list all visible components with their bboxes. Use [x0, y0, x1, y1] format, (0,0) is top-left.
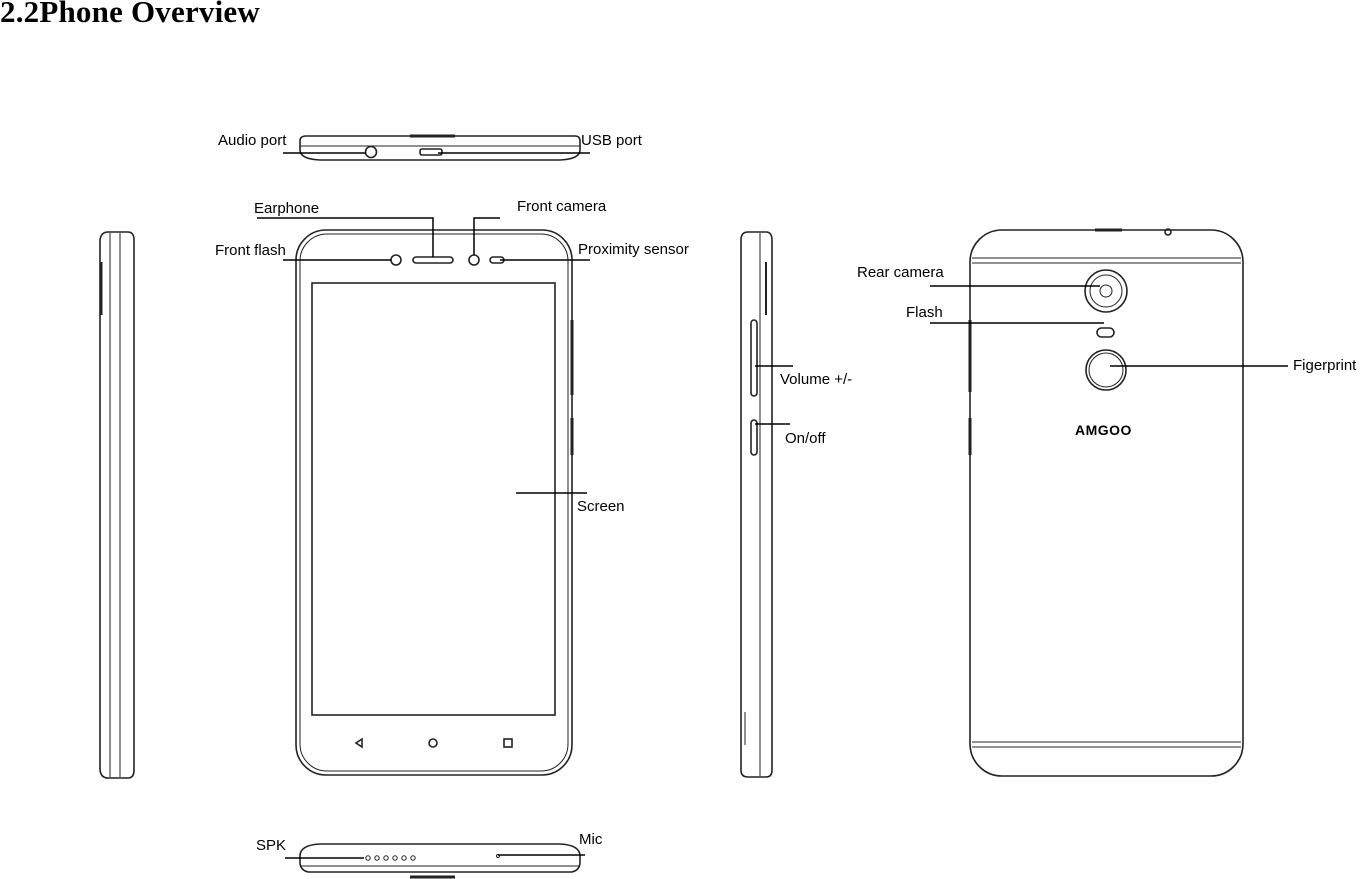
label-rear-camera: Rear camera [857, 264, 944, 281]
speaker-grille-icon [365, 855, 416, 861]
fingerprint-icon [1085, 349, 1127, 391]
front-flash-icon [390, 254, 402, 266]
screen-area [311, 282, 556, 716]
phone-front [295, 229, 574, 776]
phone-bottom-edge [299, 843, 581, 879]
label-usb-port: USB port [581, 132, 642, 149]
front-camera-icon [468, 254, 480, 266]
phone-back [968, 228, 1244, 777]
page-title: 2.2Phone Overview [0, 0, 260, 29]
audio-port-icon [364, 145, 378, 159]
phone-top-edge [299, 134, 581, 161]
back-nav-icon [354, 737, 363, 749]
label-spk: SPK [256, 837, 287, 854]
label-on-off: On/off [785, 430, 826, 447]
label-front-flash: Front flash [215, 242, 286, 259]
label-mic: Mic [579, 831, 603, 848]
rear-camera-icon [1084, 269, 1128, 313]
label-audio-port: Audio port [218, 132, 287, 149]
rear-flash-icon [1096, 327, 1115, 338]
leader-lines [257, 152, 1288, 859]
label-screen: Screen [577, 498, 625, 515]
recents-nav-icon [503, 738, 513, 748]
phone-right-side [740, 231, 773, 778]
home-nav-icon [428, 738, 438, 748]
label-flash: Flash [906, 304, 943, 321]
brand-logo: AMGOO [1075, 422, 1132, 438]
earphone-icon [412, 256, 454, 264]
label-volume: Volume +/- [780, 371, 853, 388]
usb-port-icon [419, 148, 443, 156]
phone-left-side [99, 231, 135, 779]
power-button [750, 419, 758, 456]
volume-button [750, 319, 758, 397]
label-earphone: Earphone [254, 200, 320, 217]
label-fingerprint: Figerprint [1293, 357, 1357, 374]
label-proximity-sensor: Proximity sensor [578, 241, 689, 258]
label-front-camera: Front camera [517, 198, 607, 215]
